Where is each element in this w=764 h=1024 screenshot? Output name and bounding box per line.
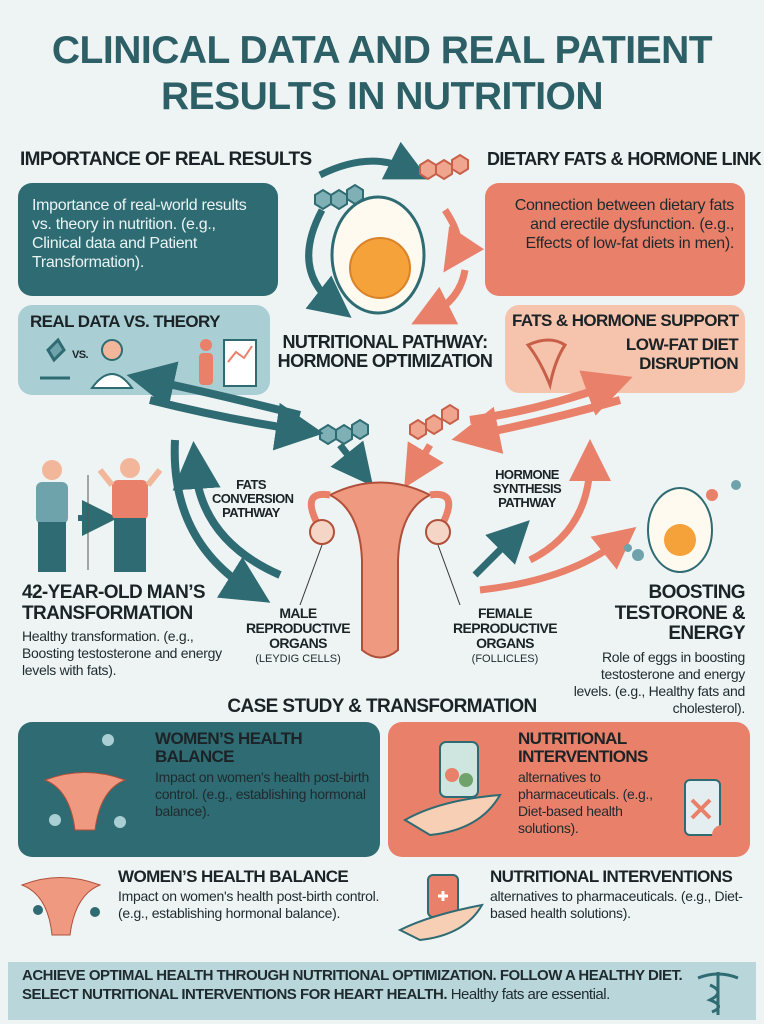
page-title: CLINICAL DATA AND REAL PATIENT RESULTS I… — [0, 28, 764, 120]
womens-health-icon — [43, 734, 127, 831]
dietary-fats-heading: DIETARY FATS & HORMONE LINK — [487, 149, 762, 169]
womens-health-icon-small — [20, 877, 102, 936]
card-2-heading: NUTRITIONAL INTERVENTIONS — [518, 729, 648, 767]
caduceus-icon — [697, 972, 739, 1015]
fats-conversion-label: FATS CONVERSION PATHWAY — [212, 477, 294, 521]
boosting-heading: BOOSTING TESTORONE & ENERGY — [545, 582, 746, 645]
card-3-heading: WOMEN’S HEALTH BALANCE — [118, 867, 349, 886]
male-organs-sub: (LEYDIG CELLS) — [255, 653, 341, 666]
vs-label: VS. — [72, 349, 89, 361]
title-line-1: CLINICAL DATA AND REAL PATIENT — [51, 29, 713, 72]
egg-icon-right — [624, 480, 741, 573]
pathway-title: NUTRITIONAL PATHWAY: HORMONE OPTIMIZATIO… — [270, 332, 500, 372]
molecule-icon — [314, 153, 469, 446]
importance-text: Importance of real-world results vs. the… — [32, 197, 247, 271]
transformation-heading: 42-YEAR-OLD MAN’S TRANSFORMATION — [22, 582, 206, 624]
real-data-heading: REAL DATA VS. THEORY — [30, 312, 220, 331]
card-1: WOMEN’S HEALTH BALANCE Impact on women's… — [155, 729, 370, 820]
male-organs-label: MALE REPRODUCTIVE ORGANS — [245, 605, 351, 652]
footer-bar — [8, 962, 756, 1020]
low-fat-disruption: LOW-FAT DIET DISRUPTION — [625, 335, 739, 373]
reproductive-icon — [525, 338, 568, 391]
man-before-icon — [36, 460, 68, 572]
card-4: NUTRITIONAL INTERVENTIONS alternatives t… — [490, 867, 758, 922]
transformation: 42-YEAR-OLD MAN’S TRANSFORMATION Healthy… — [22, 582, 237, 679]
boosting-heading-line-1: BOOSTING — [648, 582, 745, 603]
card-1-text: Impact on women's health post-birth cont… — [155, 768, 369, 819]
male-organs: MALE REPRODUCTIVE ORGANS (LEYDIG CELLS) — [238, 605, 358, 666]
case-study-heading: CASE STUDY & TRANSFORMATION — [227, 696, 537, 717]
card-3: WOMEN’S HEALTH BALANCE Impact on women's… — [118, 867, 383, 922]
womens-health-box — [18, 722, 380, 857]
fats-support-box — [505, 305, 745, 393]
female-organs-label: FEMALE REPRODUCTIVE ORGANS — [452, 605, 558, 652]
dietary-fats-text: Connection between dietary fats and erec… — [514, 197, 735, 252]
card-2-text: alternatives to pharmaceuticals. (e.g., … — [518, 768, 653, 836]
female-organs-sub: (FOLLICLES) — [471, 653, 539, 666]
importance-box — [18, 183, 278, 296]
man-after-icon — [97, 458, 163, 572]
pill-bottle-cross-icon — [684, 779, 732, 845]
boosting-heading-line-2: TESTORONE & ENERGY — [614, 602, 746, 645]
card-4-text: alternatives to pharmaceuticals. (e.g., … — [490, 888, 743, 922]
fats-support-content: FATS & HORMONE SUPPORT LOW-FAT DIET DISR… — [512, 311, 739, 373]
card-2: NUTRITIONAL INTERVENTIONS alternatives t… — [518, 729, 678, 837]
footer-bold-text: ACHIEVE OPTIMAL HEALTH THROUGH NUTRITION… — [22, 967, 683, 1003]
card-4-heading: NUTRITIONAL INTERVENTIONS — [490, 867, 733, 886]
supplement-jar-icon — [403, 741, 502, 837]
pathway-title-line-2: HORMONE OPTIMIZATION — [277, 351, 493, 372]
footer-normal-text: Healthy fats are essential. — [450, 986, 611, 1003]
card-3-text: Impact on women's health post-birth cont… — [118, 888, 380, 922]
egg-icon — [330, 195, 426, 315]
boosting: BOOSTING TESTORONE & ENERGY Role of eggs… — [545, 582, 746, 717]
transformation-text: Healthy transformation. (e.g., Boosting … — [22, 628, 222, 679]
footer-text: ACHIEVE OPTIMAL HEALTH THROUGH NUTRITION… — [22, 966, 702, 1004]
medicine-bottle-hand-icon — [397, 874, 484, 942]
real-data-icons — [40, 337, 257, 389]
hormone-synthesis-label: HORMONE SYNTHESIS PATHWAY — [492, 467, 562, 511]
uterus-icon — [307, 481, 453, 659]
importance-heading: IMPORTANCE OF REAL RESULTS — [20, 149, 312, 170]
card-1-heading: WOMEN’S HEALTH BALANCE — [155, 729, 303, 767]
pathway-title-line-1: NUTRITIONAL PATHWAY: — [282, 332, 489, 352]
female-organs: FEMALE REPRODUCTIVE ORGANS (FOLLICLES) — [440, 605, 570, 666]
boosting-text: Role of eggs in boosting testosterone an… — [573, 648, 746, 716]
title-line-2: RESULTS IN NUTRITION — [160, 75, 604, 118]
dietary-fats-box — [485, 183, 745, 296]
fats-support-heading: FATS & HORMONE SUPPORT — [512, 311, 739, 330]
